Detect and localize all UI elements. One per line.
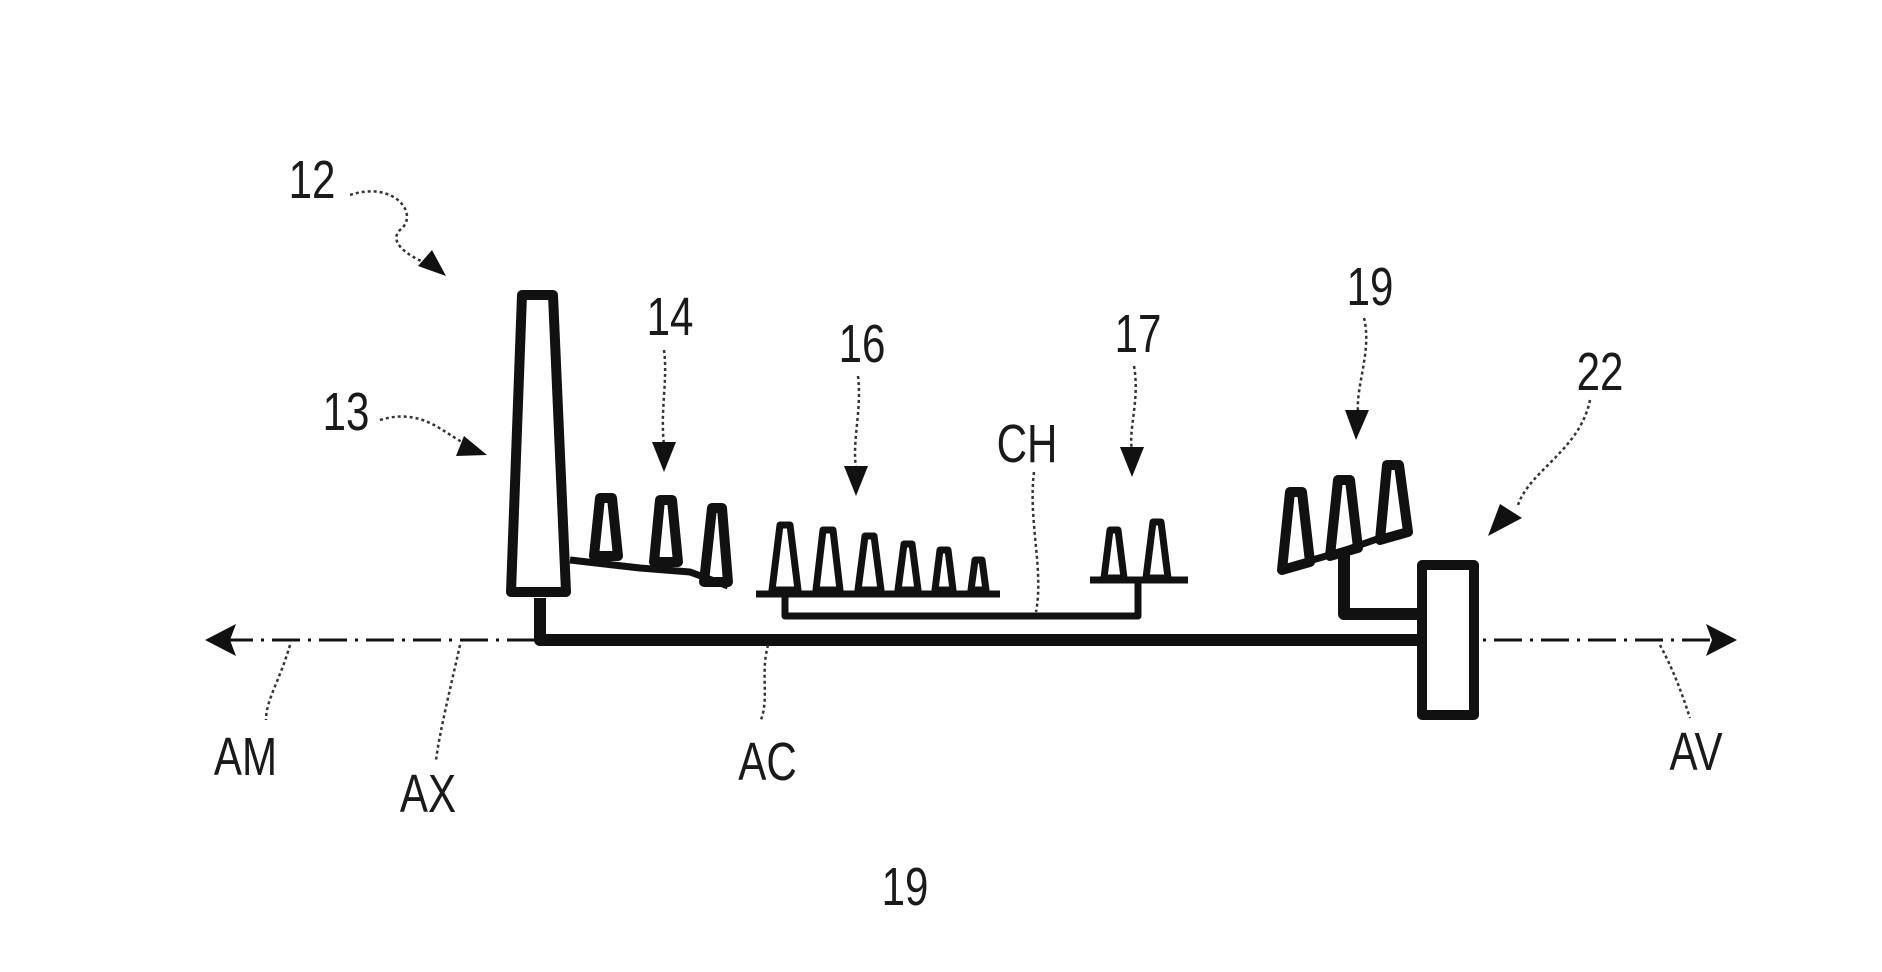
leader-22 <box>1516 399 1592 506</box>
arrow-17-icon <box>1120 447 1144 477</box>
arrow-12-icon <box>418 250 446 276</box>
fan-blade-13 <box>506 290 571 597</box>
figure-number: 19 <box>882 857 929 917</box>
label-ac: AC <box>738 732 796 792</box>
axis-arrow-upstream-icon <box>205 624 236 656</box>
label-22: 22 <box>1577 342 1624 402</box>
leader-ax <box>434 644 462 761</box>
leader-16 <box>853 375 861 469</box>
label-12: 12 <box>289 150 336 210</box>
label-ax: AX <box>400 764 456 824</box>
leader-am <box>264 644 292 721</box>
leader-av <box>1658 644 1692 719</box>
leader-19 <box>1356 317 1368 413</box>
leader-ch <box>1031 471 1040 613</box>
stage-19-shaft <box>1338 552 1422 620</box>
propeller-stage-19 <box>1277 460 1413 575</box>
arrow-14-icon <box>652 442 676 472</box>
leader-17 <box>1129 365 1137 451</box>
label-av: AV <box>1670 722 1724 782</box>
leader-ac <box>758 644 770 723</box>
main-shaft-ac <box>534 598 1422 646</box>
leader-14 <box>661 349 667 446</box>
gearbox-22 <box>1417 560 1479 720</box>
label-17: 17 <box>1115 304 1162 364</box>
label-13: 13 <box>323 382 370 442</box>
arrow-13-icon <box>456 436 487 456</box>
label-ch: CH <box>997 414 1058 474</box>
arrow-16-icon <box>844 466 868 496</box>
label-14: 14 <box>647 287 694 347</box>
arrow-22-icon <box>1488 504 1522 536</box>
axis-arrow-downstream-icon <box>1706 624 1737 656</box>
leader-13 <box>379 415 463 444</box>
leader-12 <box>349 190 433 267</box>
compressor-stage-16 <box>756 521 1000 598</box>
arrow-19-icon <box>1345 410 1369 440</box>
label-16: 16 <box>839 314 886 374</box>
label-am: AM <box>214 727 277 787</box>
hp-shaft-ch <box>781 580 1142 620</box>
turbine-stage-17 <box>1090 518 1188 584</box>
low-pressure-compressor-14 <box>569 493 733 590</box>
label-19-blades: 19 <box>1347 257 1394 317</box>
